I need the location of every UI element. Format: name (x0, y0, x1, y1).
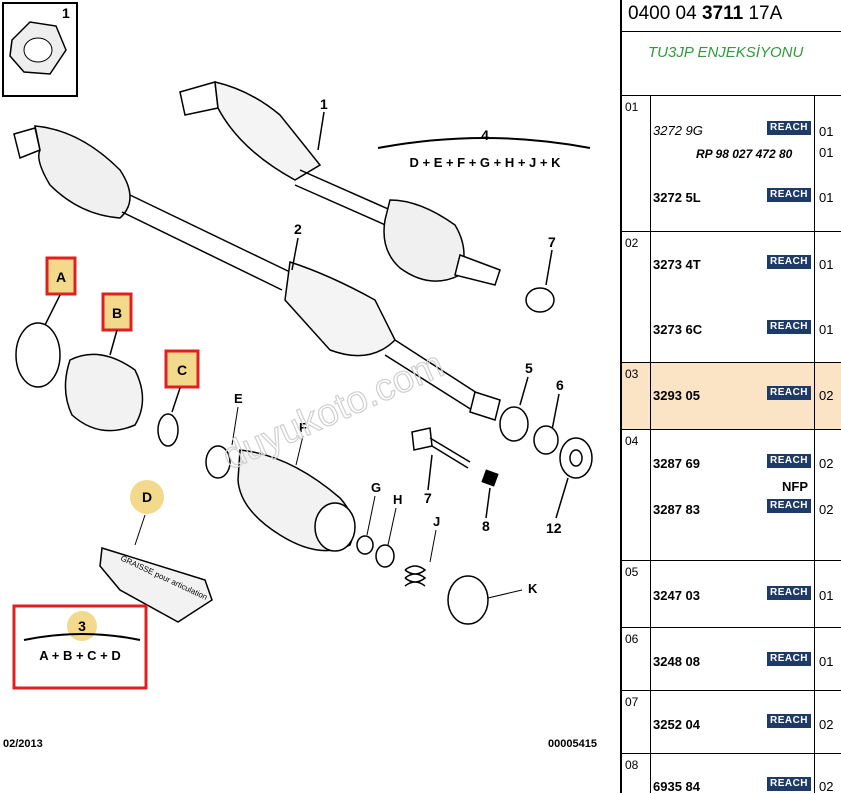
reach-badge: REACH (767, 652, 811, 666)
label-G: G (371, 480, 381, 495)
group-number: 04 (625, 434, 639, 448)
reach-badge: REACH (767, 320, 811, 334)
callout-5: 5 (525, 360, 533, 376)
part-qty: 01 (819, 190, 834, 205)
group-number: 06 (625, 632, 639, 646)
part-qty: 02 (819, 456, 834, 471)
reach-badge: REACH (767, 386, 811, 400)
part-ref[interactable]: 3272 5L (653, 190, 701, 205)
drive-shaft-1 (179, 81, 501, 286)
reference-header: 0400 04 3711 17A (622, 0, 841, 32)
badge-C (164, 349, 200, 389)
part-ref[interactable]: 3252 04 (653, 717, 700, 732)
header-suffix: 17A (743, 3, 783, 24)
group-08: 08 6935 84 REACH 02 (622, 754, 841, 794)
group-number: 02 (625, 236, 639, 250)
callout-8: 8 (482, 518, 490, 534)
badge-D (130, 480, 164, 514)
reach-badge: REACH (767, 121, 811, 135)
callout-1: 1 (320, 96, 328, 112)
reach-badge: REACH (767, 454, 811, 468)
reach-badge: REACH (767, 499, 811, 513)
label-H: H (393, 492, 402, 507)
watermark: duyukoto.com (217, 344, 450, 479)
part-ref[interactable]: 3287 69 (653, 456, 700, 471)
label-K: K (528, 581, 538, 596)
group-01: 01 3272 9G REACH 01 RP 98 027 472 80 01 … (622, 96, 841, 232)
part-qty: 02 (819, 388, 834, 403)
reach-badge: REACH (767, 188, 811, 202)
part-qty: 02 (819, 779, 834, 794)
exploded-parts-diagram: 1 4 D + E + F + G + H + J + K 1 2 7 5 6 … (2, 2, 597, 750)
part-ref[interactable]: 3273 6C (653, 322, 703, 337)
callout-2: 2 (294, 221, 302, 237)
small-parts (205, 287, 593, 625)
part-qty: 01 (819, 124, 834, 139)
label-B: B (112, 305, 122, 321)
callout-3: 3 (78, 618, 86, 634)
part-qty: 01 (819, 322, 834, 337)
part-qty: 01 (819, 145, 834, 160)
badge-A (45, 256, 77, 296)
callout-12: 12 (546, 520, 562, 536)
part-qty: 02 (819, 502, 834, 517)
nfp-note: NFP (782, 479, 808, 494)
part-ref[interactable]: 3272 9G (653, 123, 703, 138)
group-04: 04 3287 69 REACH 02 NFP 3287 83 REACH 02 (622, 430, 841, 561)
engine-model: TU3JP ENJEKSİYONU (622, 32, 841, 96)
inset-number: 1 (62, 5, 70, 21)
label-A: A (56, 269, 66, 285)
reach-badge: REACH (767, 255, 811, 269)
label-C: C (177, 362, 187, 378)
boot-kit-parts (15, 294, 181, 447)
part-qty: 01 (819, 257, 834, 272)
header-bold-code: 3711 (701, 3, 744, 24)
callout-4: 4 (481, 127, 489, 143)
callout-9: 7 (548, 234, 556, 250)
header-prefix: 0400 04 (628, 3, 702, 24)
drive-shaft-2 (13, 125, 501, 421)
parts-list-panel: 0400 04 3711 17A TU3JP ENJEKSİYONU 01 32… (620, 0, 841, 794)
group-number: 01 (625, 100, 639, 114)
grease-sachet (99, 547, 213, 623)
group-05: 05 3247 03 REACH 01 (622, 561, 841, 628)
group-07: 07 3252 04 REACH 02 (622, 691, 841, 754)
part-ref[interactable]: 6935 84 (653, 779, 700, 794)
diagram-code: 00005415 (548, 738, 597, 750)
label-J: J (433, 514, 440, 529)
group-number: 03 (625, 367, 639, 381)
label-E: E (234, 391, 243, 406)
diagram-date: 02/2013 (3, 738, 43, 750)
inset-box-part-8: 1 (2, 2, 78, 97)
callout-6: 6 (556, 377, 564, 393)
part-qty: 01 (819, 654, 834, 669)
formula-3: A + B + C + D (39, 648, 121, 663)
part-qty: 01 (819, 588, 834, 603)
part-qty: 02 (819, 717, 834, 732)
group-06: 06 3248 08 REACH 01 (622, 628, 841, 691)
label-F: F (299, 420, 307, 435)
reach-badge: REACH (767, 586, 811, 600)
reach-badge: REACH (767, 777, 811, 791)
group-03: 03 3293 05 REACH 02 (622, 363, 841, 430)
callout-7: 7 (424, 490, 432, 506)
group-number: 05 (625, 565, 639, 579)
part-ref[interactable]: 3273 4T (653, 257, 701, 272)
formula-4: D + E + F + G + H + J + K (409, 155, 561, 170)
group-02: 02 3273 4T REACH 01 3273 6C REACH 01 (622, 232, 841, 363)
label-D: D (142, 489, 152, 505)
part-ref[interactable]: RP 98 027 472 80 (696, 147, 793, 161)
group-number: 08 (625, 758, 639, 772)
part-ref[interactable]: 3293 05 (653, 388, 700, 403)
part-ref[interactable]: 3247 03 (653, 588, 700, 603)
group-number: 07 (625, 695, 639, 709)
reach-badge: REACH (767, 714, 811, 728)
part-ref[interactable]: 3287 83 (653, 502, 700, 517)
part-ref[interactable]: 3248 08 (653, 654, 700, 669)
